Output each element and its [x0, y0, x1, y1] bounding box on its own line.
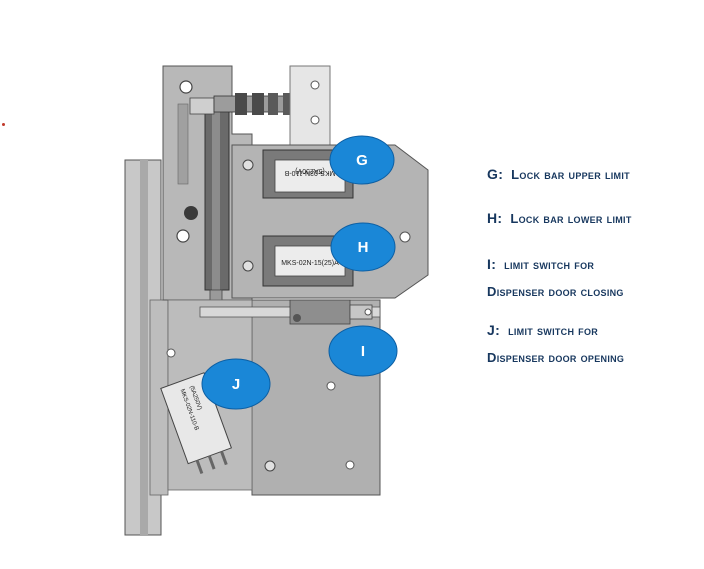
legend-item-i: I: limit switch for	[487, 256, 594, 272]
legend-text-j-line1: limit switch for	[508, 323, 599, 338]
legend-text-i-line2: Dispenser door closing	[487, 284, 624, 299]
left-rail	[124, 159, 169, 536]
legend-key-j: J:	[487, 322, 501, 338]
legend-key-h: H:	[487, 210, 503, 226]
legend-text-h: Lock bar lower limit	[510, 211, 632, 226]
lock-bar	[204, 109, 230, 311]
switch-h-model-label: MKS-02N-15(25)A	[281, 260, 339, 267]
legend-text-i-line1: limit switch for	[504, 257, 595, 272]
switch-g-model-label: MKS-02N-110-B	[284, 169, 335, 176]
callout-j-letter: J	[232, 376, 240, 393]
red-marker-dot	[2, 123, 5, 126]
legend-key-g: G:	[487, 166, 504, 182]
callout-g: G	[329, 135, 395, 185]
switch-g-rating-label: (5A250V)	[295, 167, 325, 174]
legend-item-g: G: Lock bar upper limit	[487, 166, 630, 182]
legend-item-j-line2: Dispenser door opening	[487, 350, 624, 365]
legend-item-j: J: limit switch for	[487, 322, 598, 338]
legend-key-i: I:	[487, 256, 497, 272]
callout-i: I	[328, 325, 398, 377]
switch-j: MKS-02N-110-B (5A250V)	[160, 372, 233, 475]
top-bracket	[289, 65, 331, 147]
legend-text-g: Lock bar upper limit	[511, 167, 630, 182]
actuator-rod	[199, 299, 381, 325]
callout-h-letter: H	[358, 239, 369, 256]
callout-i-letter: I	[361, 343, 365, 360]
callout-h: H	[330, 222, 396, 272]
callout-j: J	[201, 358, 271, 410]
legend-item-h: H: Lock bar lower limit	[487, 210, 632, 226]
callout-g-letter: G	[356, 152, 368, 169]
legend-text-j-line2: Dispenser door opening	[487, 350, 625, 365]
legend-item-i-line2: Dispenser door closing	[487, 284, 624, 299]
